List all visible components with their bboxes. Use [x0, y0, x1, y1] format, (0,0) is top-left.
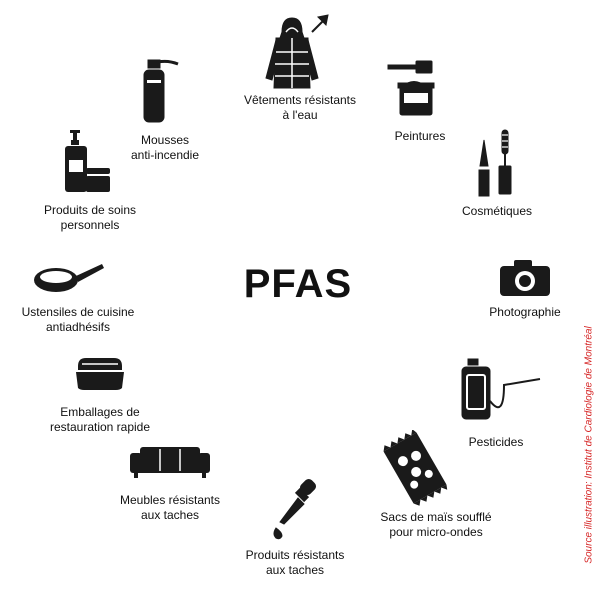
center-title: PFAS [243, 262, 353, 306]
dropper-icon [273, 478, 317, 540]
paint-can-icon [387, 60, 435, 116]
pesticide-sprayer-icon [461, 358, 541, 420]
camera-icon [500, 260, 550, 296]
frying-pan-icon [34, 264, 104, 292]
item-label-cosmetics: Cosmétiques [461, 204, 533, 218]
sofa-icon [130, 447, 210, 478]
item-label-pesticides: Pesticides [468, 435, 524, 449]
fire-extinguisher-icon [143, 59, 179, 123]
food-container-icon [76, 358, 124, 390]
item-label-paint: Peintures [394, 129, 446, 143]
source-credit: Source illustration: Institut de Cardiol… [583, 326, 595, 564]
item-label-photography: Photographie [489, 305, 561, 319]
popcorn-bag-icon [383, 430, 448, 506]
personal-care-icon [65, 130, 110, 192]
jacket-icon [265, 14, 329, 89]
cosmetics-icon [478, 129, 512, 197]
